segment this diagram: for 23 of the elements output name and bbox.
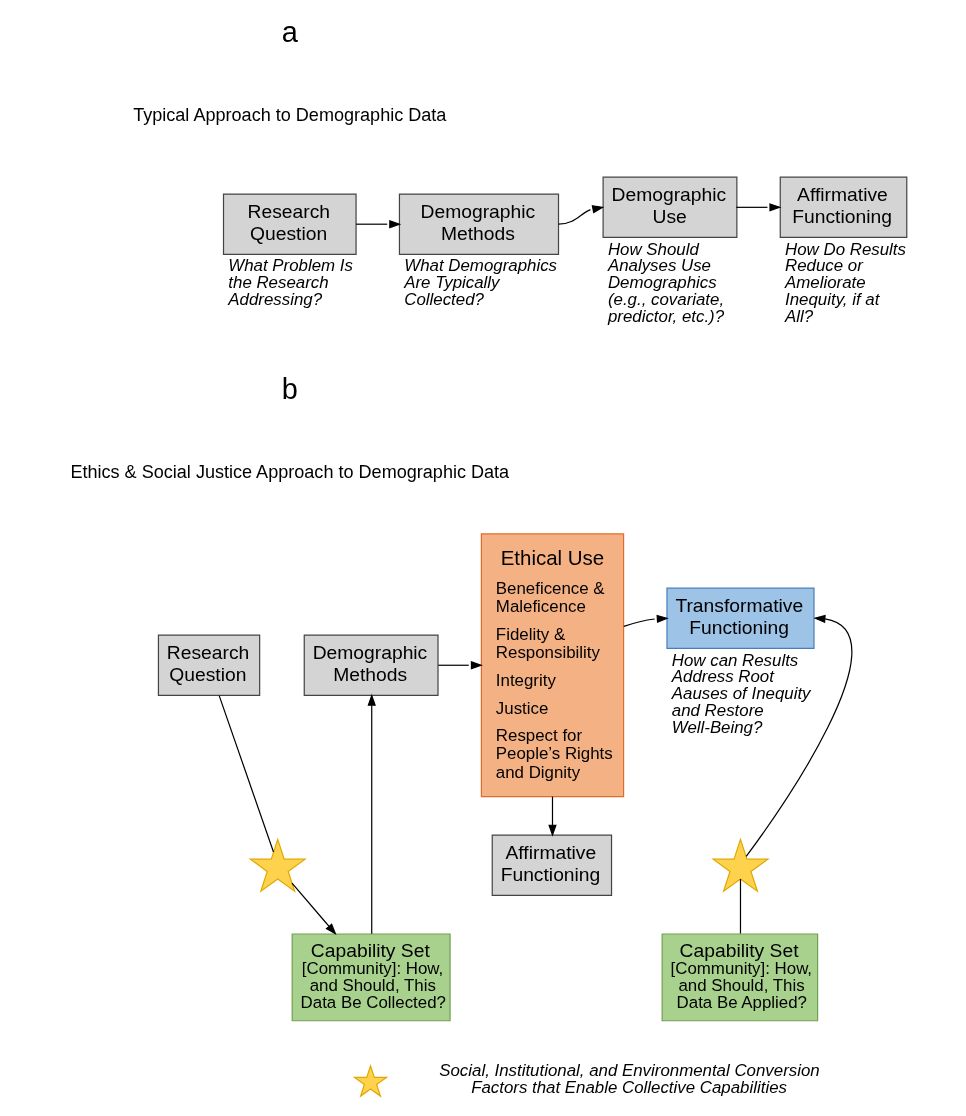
label: a — [281, 16, 298, 49]
arrow — [735, 203, 781, 212]
legend-label: Social, Institutional, and Environmental Conversion Factors that Enable Collective Capabilities — [438, 1061, 820, 1098]
arrow — [290, 882, 337, 936]
arrow — [437, 661, 483, 670]
arrow — [557, 205, 604, 225]
node-label: What Demographics Are Typically Collected? — [403, 256, 557, 310]
node-label: How can Results Address Root Aauses of Inequity and Restore Well-Being? — [671, 650, 811, 737]
node-star — [248, 837, 307, 893]
label: Ethics & Social Justice Approach to Demographic Data — [69, 461, 509, 482]
arrow — [354, 219, 401, 229]
label: Typical Approach to Demographic Data — [132, 105, 446, 126]
label: b — [281, 373, 298, 406]
node-star — [710, 837, 770, 893]
connector — [739, 878, 741, 935]
arrow — [745, 614, 852, 858]
arrow — [622, 614, 669, 628]
connector — [218, 695, 274, 853]
arrow — [547, 796, 557, 837]
node-label: How Should Analyses Use Demographics (e.g., covariate, predictor, etc.)? — [607, 239, 724, 327]
node-label: How Do Results Reduce or Ameliorate Inequity, if at All? — [784, 239, 906, 327]
arrow — [367, 693, 376, 935]
node-label: What Problem Is the Research Addressing? — [227, 256, 353, 310]
